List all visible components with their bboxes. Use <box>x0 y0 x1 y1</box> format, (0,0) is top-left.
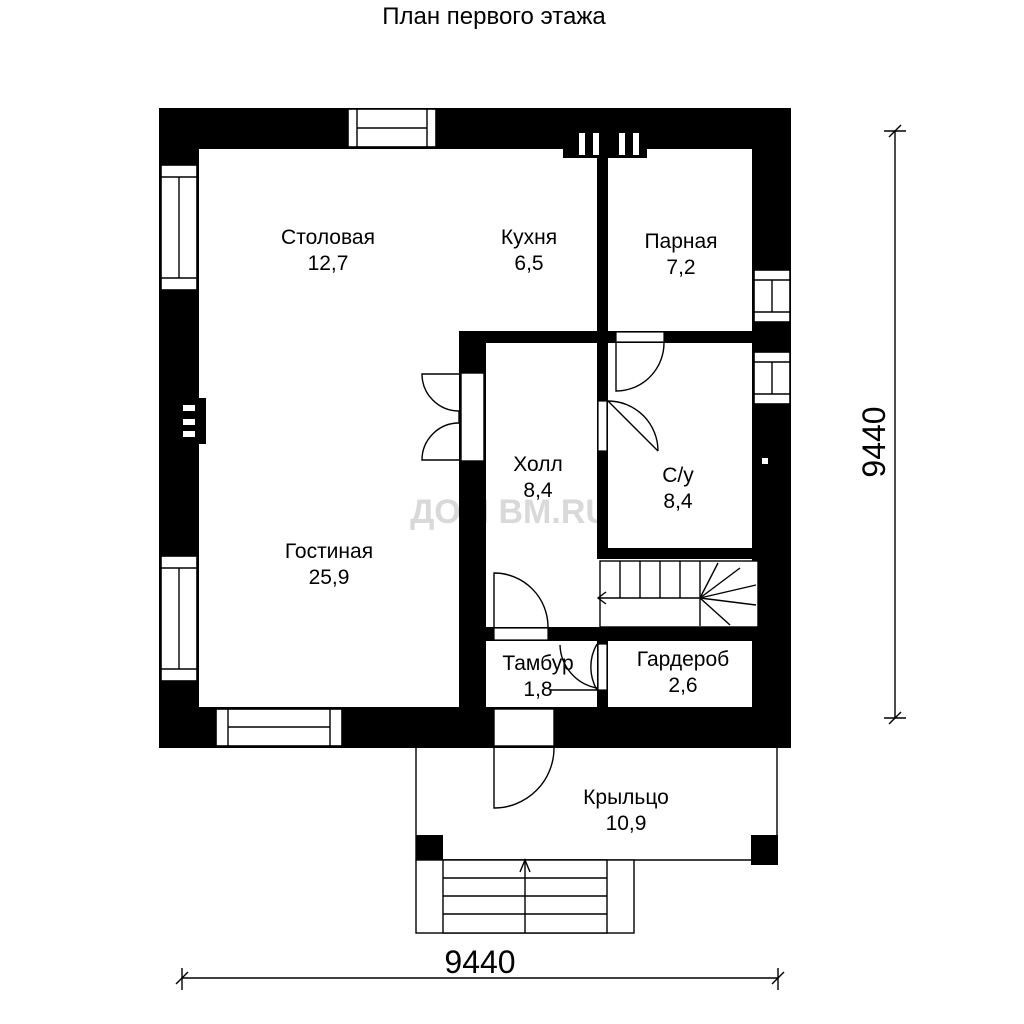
room-vestibule-area: 1,8 <box>523 678 552 701</box>
room-dining: Столовая 12,7 <box>281 226 375 275</box>
room-hall: Холл 8,4 <box>513 453 563 502</box>
room-wardrobe-name: Гардероб <box>637 648 729 671</box>
window-left-living <box>160 555 198 682</box>
staircase <box>596 560 759 628</box>
room-living-area: 25,9 <box>309 566 350 589</box>
window-bottom-living <box>215 708 343 747</box>
room-hall-name: Холл <box>513 453 563 476</box>
window-top-dining <box>347 108 437 148</box>
room-vestibule-name: Тамбур <box>502 652 573 675</box>
dimension-height: 9440 <box>856 406 892 477</box>
dimension-vertical: 9440 <box>856 124 906 725</box>
room-hall-area: 8,4 <box>523 479 553 502</box>
dimension-horizontal: 9440 <box>175 944 785 990</box>
room-steam: Парная 7,2 <box>644 230 717 279</box>
doors <box>421 331 665 809</box>
wall-marker <box>762 458 768 464</box>
room-wardrobe: Гардероб 2,6 <box>637 648 729 697</box>
room-porch: Крыльцо 10,9 <box>583 786 669 835</box>
interior-walls <box>459 149 752 707</box>
room-kitchen: Кухня 6,5 <box>501 226 557 275</box>
left-vent <box>178 398 206 444</box>
door-entrance <box>493 708 555 809</box>
door-wardrobe <box>551 643 608 691</box>
room-bath-name: С/у <box>662 464 694 487</box>
door-bath <box>597 400 659 452</box>
room-bath: С/у 8,4 <box>662 464 694 513</box>
window-left-dining <box>160 164 198 291</box>
porch <box>415 748 778 934</box>
dimension-width: 9440 <box>444 944 515 980</box>
room-bath-area: 8,4 <box>663 490 693 513</box>
room-wardrobe-area: 2,6 <box>668 674 697 697</box>
room-dining-area: 12,7 <box>308 252 349 275</box>
window-right-steam <box>753 269 791 323</box>
room-porch-name: Крыльцо <box>583 786 669 809</box>
room-porch-area: 10,9 <box>606 812 647 835</box>
room-living: Гостиная 25,9 <box>285 540 373 589</box>
kitchen-vent <box>563 130 647 158</box>
room-dining-name: Столовая <box>281 226 375 249</box>
watermark: ДОМ ВМ.RU <box>410 493 610 531</box>
window-right-bath <box>753 351 791 405</box>
room-kitchen-area: 6,5 <box>514 252 543 275</box>
room-steam-area: 7,2 <box>666 256 695 279</box>
windows <box>160 108 791 747</box>
room-steam-name: Парная <box>644 230 717 253</box>
door-hall-tambur <box>493 572 549 641</box>
door-steam <box>615 331 665 392</box>
plan-title: План первого этажа <box>382 3 606 30</box>
room-living-name: Гостиная <box>285 540 373 563</box>
room-kitchen-name: Кухня <box>501 226 557 249</box>
room-vestibule: Тамбур 1,8 <box>502 652 573 701</box>
door-hall-living <box>421 372 485 462</box>
